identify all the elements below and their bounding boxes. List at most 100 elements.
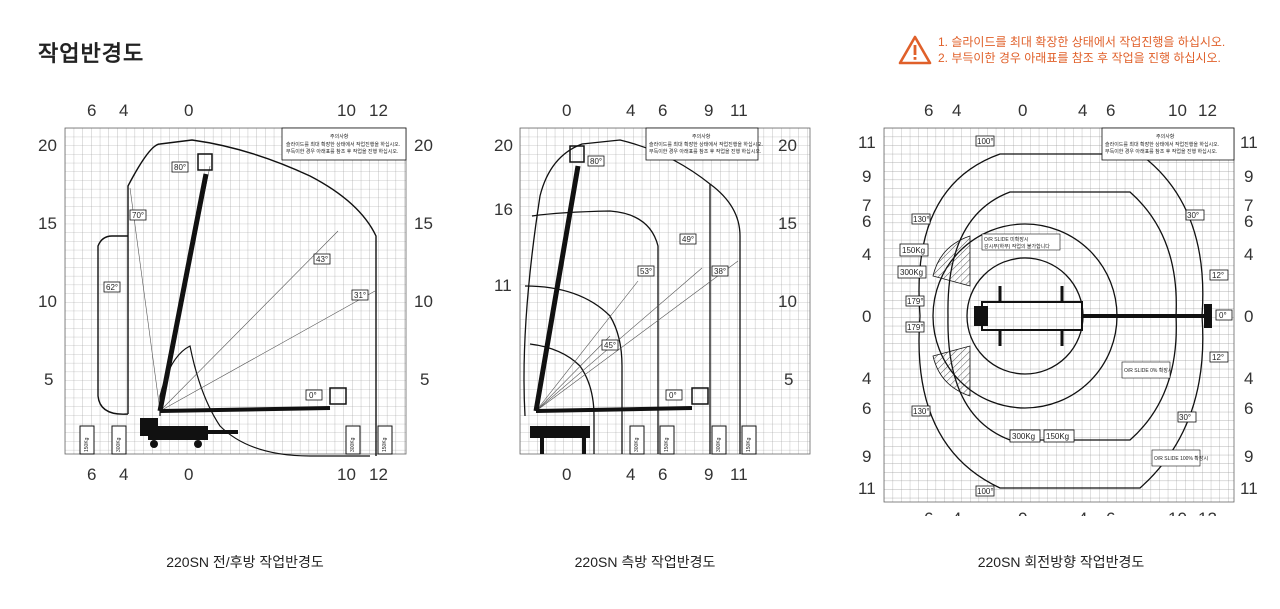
load-label: 300Kg xyxy=(1012,432,1035,441)
load-label: 150Kg xyxy=(902,246,925,255)
x-tick: 12 xyxy=(1198,101,1217,120)
y-tick: 4 xyxy=(862,245,871,264)
y-tick: 10 xyxy=(38,292,57,311)
boom-horizontal xyxy=(535,406,693,413)
caution-note: 주의사항 슬라이드를 최대 확장한 상태에서 작업진행을 하십시오. 부득이한 … xyxy=(281,127,407,161)
basket xyxy=(329,387,347,405)
zone-label: O/R SLIDE 0% 확장시 xyxy=(1124,367,1173,374)
y-tick: 6 xyxy=(1244,212,1253,231)
y-tick: 9 xyxy=(1244,447,1253,466)
y-tick: 15 xyxy=(38,214,57,233)
angle-label: 12° xyxy=(1212,271,1224,280)
basket xyxy=(691,387,709,405)
angle-labels: 80° 53° 49° 38° 45° 0° xyxy=(587,155,729,401)
x-tick: 9 xyxy=(704,101,713,120)
x-tick: 4 xyxy=(119,465,128,484)
caption-front-rear: 220SN 전/후방 작업반경도 xyxy=(166,554,324,570)
basket xyxy=(197,153,213,171)
y-tick: 10 xyxy=(778,292,797,311)
caption-rotation: 220SN 회전방향 작업반경도 xyxy=(977,554,1145,570)
load-label: 150Kg xyxy=(84,437,90,452)
x-tick: 6 xyxy=(87,465,96,484)
y-tick: 11 xyxy=(494,276,512,295)
x-tick: 10 xyxy=(1168,101,1187,120)
angle-label: 130° xyxy=(913,407,930,416)
x-tick: 6 xyxy=(658,465,667,484)
y-tick: 11 xyxy=(858,479,876,498)
diagram-rotation: 6 4 0 4 6 10 12 6 4 0 4 6 10 12 11 9 7 6… xyxy=(858,101,1258,516)
y-tick: 11 xyxy=(1240,133,1258,152)
x-tick: 6 xyxy=(87,101,96,120)
note-line: 슬라이드를 최대 확장한 상태에서 작업진행을 하십시오. xyxy=(286,141,400,148)
x-tick: 4 xyxy=(119,101,128,120)
load-label: 300Kg xyxy=(350,437,356,452)
note-title: 주의사항 xyxy=(692,133,711,140)
load-label: 150Kg xyxy=(664,437,670,452)
y-tick: 20 xyxy=(38,136,57,155)
y-tick: 10 xyxy=(414,292,433,311)
angle-label: 100° xyxy=(977,487,994,496)
y-tick: 0 xyxy=(862,307,871,326)
angle-label: 100° xyxy=(977,137,994,146)
angle-lines xyxy=(535,260,739,412)
y-tick: 11 xyxy=(1240,479,1258,498)
angle-label: 30° xyxy=(1179,413,1191,422)
angle-label: 12° xyxy=(1212,353,1224,362)
x-tick: 0 xyxy=(184,101,193,120)
load-label: 300Kg xyxy=(116,437,122,452)
diagram-front-rear: 6 4 0 10 12 6 4 0 10 12 20 15 10 5 20 15… xyxy=(38,101,433,484)
truck xyxy=(140,418,238,448)
y-tick: 20 xyxy=(778,136,797,155)
basket xyxy=(569,145,585,163)
y-tick: 20 xyxy=(414,136,433,155)
angle-label: 179° xyxy=(907,297,924,306)
y-tick: 6 xyxy=(862,399,871,418)
note-line: 슬라이드를 최대 확장한 상태에서 작업진행을 하십시오. xyxy=(1105,141,1219,148)
truck xyxy=(530,426,590,454)
y-tick: 5 xyxy=(44,370,53,389)
hatched-zone xyxy=(932,345,971,397)
y-tick: 5 xyxy=(420,370,429,389)
y-tick: 6 xyxy=(1244,399,1253,418)
load-markers: 150Kg 300Kg 300Kg 150Kg xyxy=(79,425,393,455)
angle-label: 49° xyxy=(682,235,694,244)
y-tick: 20 xyxy=(494,136,513,155)
x-tick: 10 xyxy=(1168,509,1187,516)
inner-envelope xyxy=(159,345,370,457)
x-tick: 0 xyxy=(562,465,571,484)
angle-label: 38° xyxy=(714,267,726,276)
load-markers: 150Kg 300Kg 300Kg 150Kg xyxy=(897,243,1075,443)
load-label: 300Kg xyxy=(634,437,640,452)
load-label: 300Kg xyxy=(900,268,923,277)
angle-label: 130° xyxy=(913,215,930,224)
truck-top-view xyxy=(974,286,1212,346)
x-tick: 4 xyxy=(626,465,635,484)
zone-labels: O/R SLIDE 미확장시 감시부(하부) 작업의 불가합니다 O/R SLI… xyxy=(981,233,1208,467)
x-tick: 12 xyxy=(369,101,388,120)
angle-label: 80° xyxy=(174,163,186,172)
angle-label: 53° xyxy=(640,267,652,276)
y-tick: 5 xyxy=(784,370,793,389)
x-tick: 11 xyxy=(730,101,748,120)
y-tick: 4 xyxy=(1244,369,1253,388)
zone-label: 감시부(하부) 작업의 불가합니다 xyxy=(984,243,1050,250)
angle-label: 0° xyxy=(669,391,677,400)
notice-line-1: 1. 슬라이드를 최대 확장한 상태에서 작업진행을 하십시오. xyxy=(938,35,1226,49)
x-tick: 4 xyxy=(952,101,961,120)
x-tick: 0 xyxy=(1018,509,1027,516)
y-tick: 6 xyxy=(862,212,871,231)
notice: 1. 슬라이드를 최대 확장한 상태에서 작업진행을 하십시오. 2. 부득이한… xyxy=(898,34,1225,66)
x-tick: 9 xyxy=(704,465,713,484)
diagram-side: 0 4 6 9 11 0 4 6 9 11 20 16 11 20 15 10 … xyxy=(494,101,811,484)
x-tick: 4 xyxy=(1078,101,1087,120)
y-tick: 15 xyxy=(414,214,433,233)
grid xyxy=(519,127,811,455)
notice-line-2: 2. 부득이한 경우 아래표를 참조 후 작업을 진행 하십시오. xyxy=(938,51,1221,65)
load-label: 150Kg xyxy=(746,437,752,452)
x-tick: 0 xyxy=(1018,101,1027,120)
angle-labels: 80° 70° 62° 43° 31° 0° xyxy=(103,161,369,401)
angle-labels: 100° 130° 179° 179° 130° 100° 30° 12° 0°… xyxy=(905,135,1233,497)
angle-label: 43° xyxy=(316,255,328,264)
y-tick: 15 xyxy=(778,214,797,233)
x-tick: 4 xyxy=(952,509,961,516)
